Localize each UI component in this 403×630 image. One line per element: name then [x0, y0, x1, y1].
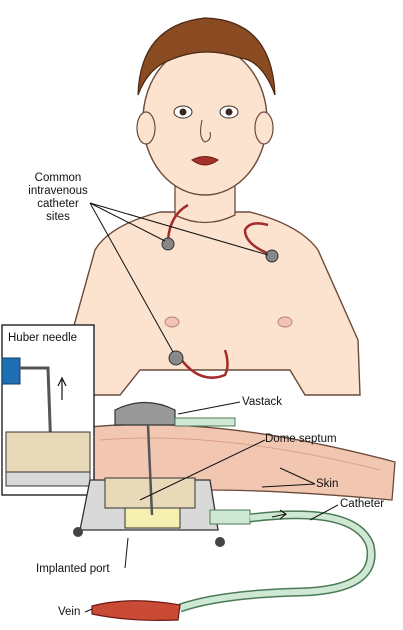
- face: [142, 44, 268, 196]
- implanted-port-assembly: [73, 401, 251, 547]
- skin-label: Skin: [316, 478, 339, 490]
- catheter-site-abdomen: [168, 350, 184, 366]
- catheter-site-left-neck: [161, 237, 175, 251]
- dome-septum-label: Dome septum: [265, 433, 337, 445]
- catheter-label: Catheter: [340, 498, 385, 510]
- right-ear: [254, 111, 274, 145]
- child-figure: [69, 17, 361, 396]
- implanted-port-label: Implanted port: [36, 563, 110, 575]
- mouth: [191, 156, 219, 166]
- huber-needle-inset: [1, 324, 95, 496]
- catheter-site-right-chest: [265, 249, 279, 263]
- vastack-label: Vastack: [242, 396, 283, 408]
- huber-needle-label: Huber needle: [8, 332, 78, 344]
- hair: [137, 17, 276, 96]
- catheter-sites-leaders: [89, 202, 269, 353]
- vein-label: Vein: [58, 606, 81, 618]
- catheter-sites-label: Common intravenous catheter sites: [28, 172, 88, 223]
- label-leaders: [84, 401, 339, 613]
- vein: [91, 600, 181, 621]
- torso: [69, 211, 361, 396]
- left-ear: [136, 111, 156, 145]
- nose: [199, 119, 211, 143]
